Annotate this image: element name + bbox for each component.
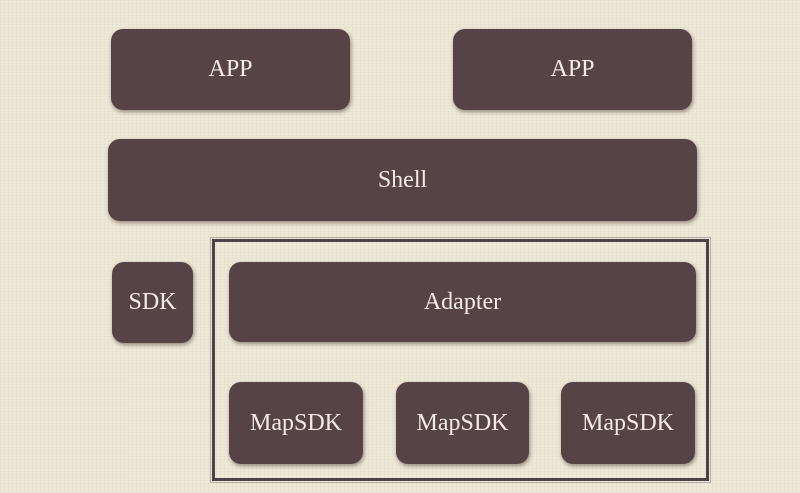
adapter-block: Adapter: [229, 262, 696, 342]
app-block-left: APP: [111, 29, 350, 110]
shell-block: Shell: [108, 139, 697, 221]
sdk-block: SDK: [112, 262, 193, 343]
mapsdk-block-2: MapSDK: [396, 382, 529, 464]
mapsdk-block-1: MapSDK: [229, 382, 363, 464]
adapter-group-frame: [210, 237, 711, 483]
mapsdk-block-3: MapSDK: [561, 382, 695, 464]
app-block-right: APP: [453, 29, 692, 110]
